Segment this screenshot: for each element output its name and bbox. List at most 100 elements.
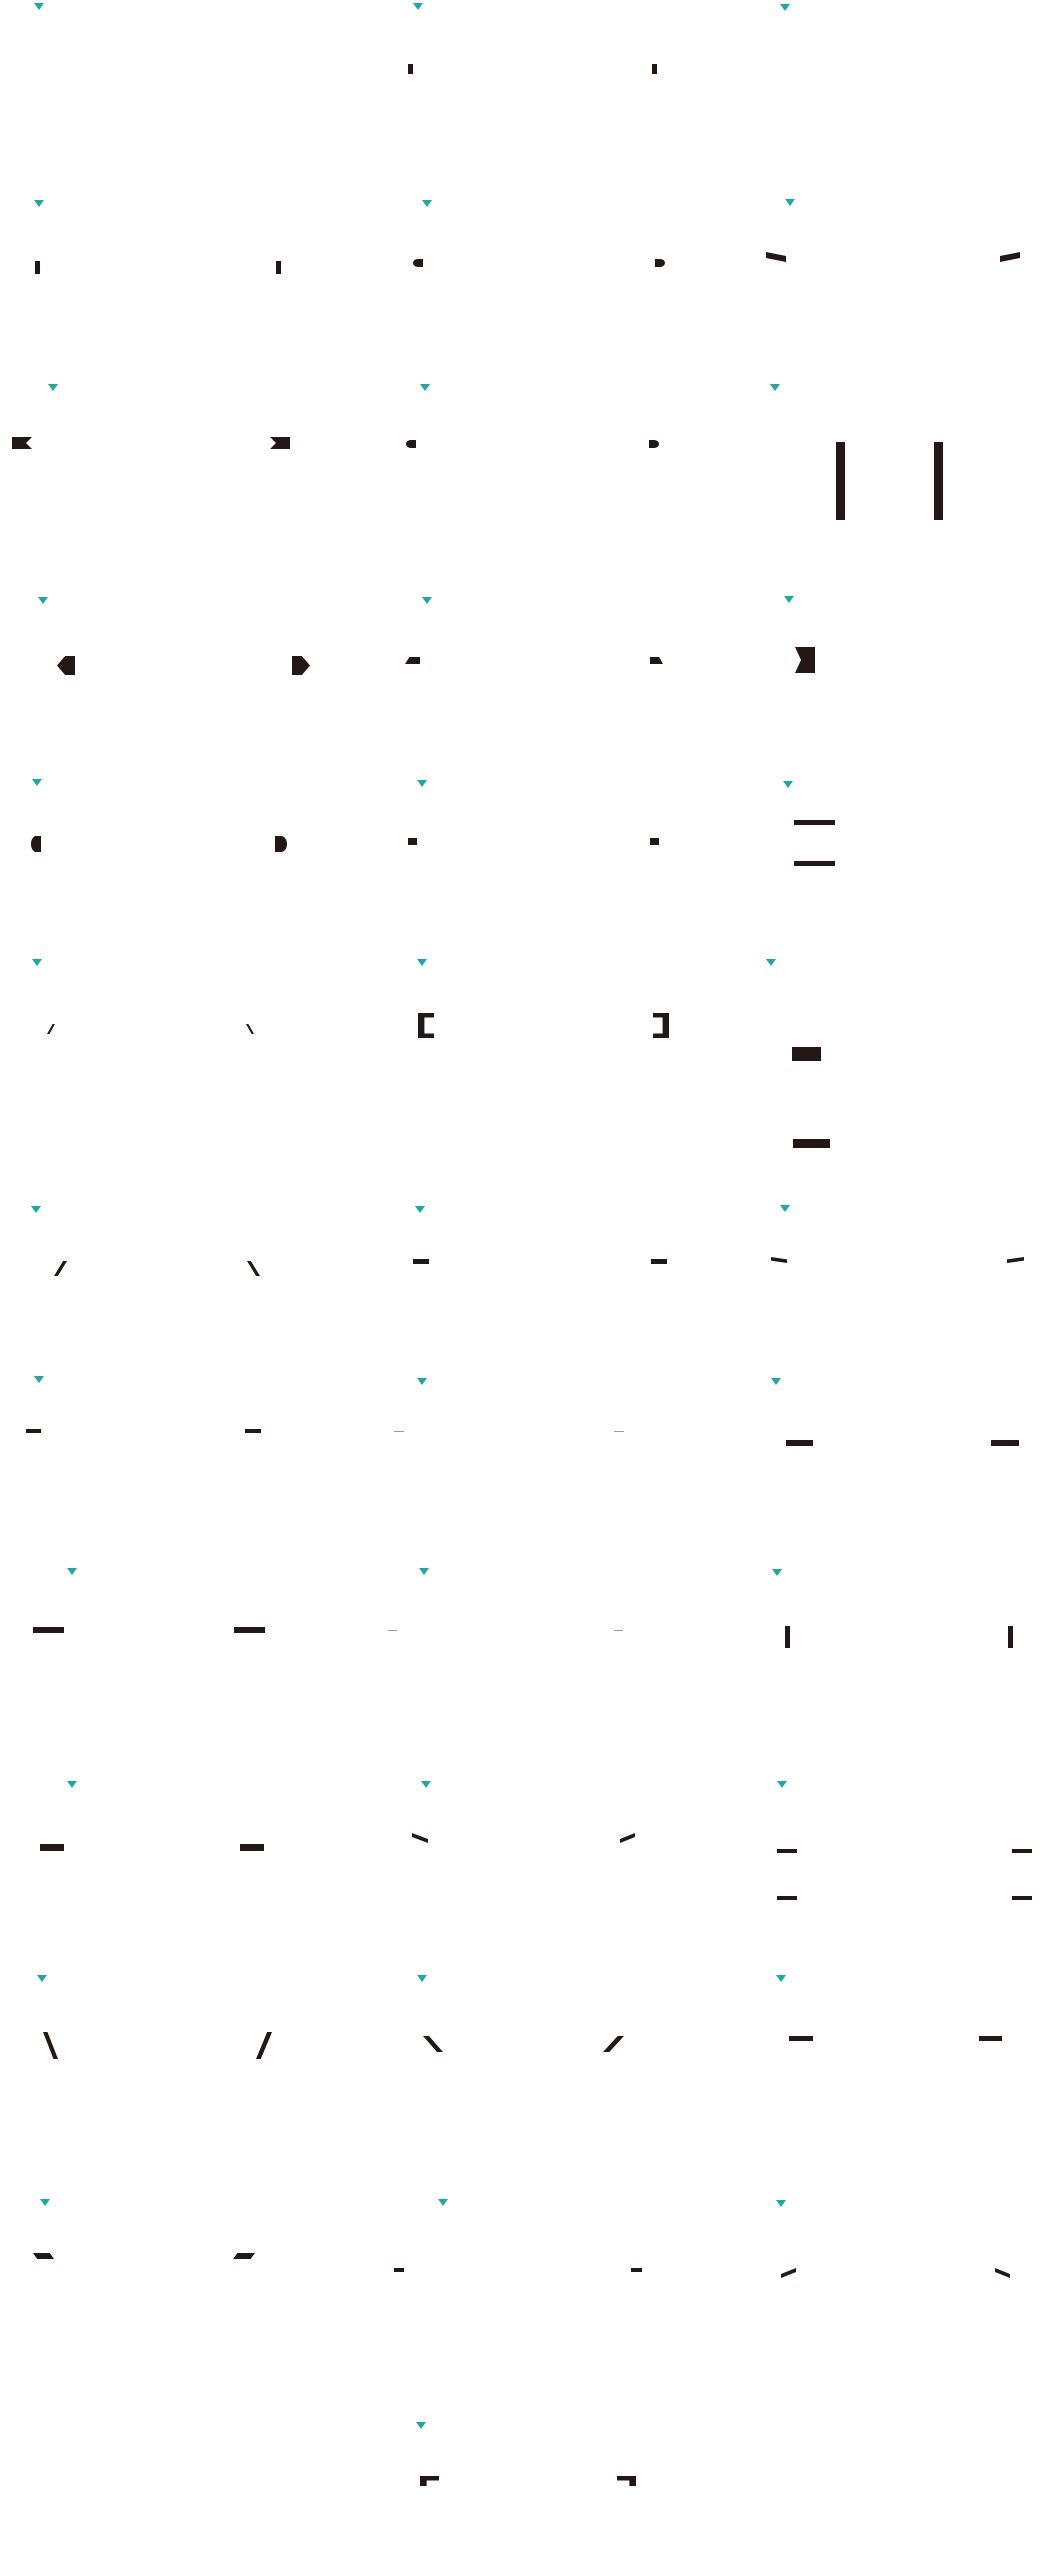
glyph-fragment (650, 838, 659, 845)
glyph-fragment (233, 2253, 255, 2259)
glyph-fragment (650, 657, 663, 664)
marker-triangle-icon (784, 596, 794, 603)
glyph-fragment (795, 647, 815, 673)
glyph-fragment (270, 437, 290, 449)
glyph-fragment (276, 261, 281, 274)
marker-triangle-icon (422, 597, 432, 604)
glyph-fragment (1000, 252, 1020, 262)
marker-triangle-icon (771, 1378, 781, 1385)
glyph-fragment (789, 2036, 813, 2041)
glyph-fragment (792, 1047, 821, 1061)
glyph-fragment (31, 836, 41, 852)
marker-triangle-icon (780, 1205, 790, 1212)
marker-triangle-icon (32, 959, 42, 966)
marker-triangle-icon (420, 384, 430, 391)
glyph-fragment (12, 437, 32, 449)
glyph-fragment (256, 2032, 272, 2059)
glyph-fragment (655, 259, 665, 267)
glyph-fragment (394, 2268, 404, 2272)
marker-triangle-icon (31, 1206, 41, 1213)
glyph-fragment (653, 1013, 669, 1038)
glyph-fragment (234, 1627, 265, 1633)
glyph-fragment (33, 2253, 54, 2259)
marker-triangle-icon (422, 200, 432, 207)
glyph-fragment (995, 2268, 1010, 2278)
marker-triangle-icon (783, 781, 793, 788)
marker-triangle-icon (37, 1975, 47, 1982)
marker-triangle-icon (766, 959, 776, 966)
marker-triangle-icon (421, 1781, 431, 1788)
glyph-fragment (412, 1833, 428, 1843)
glyph-fragment (413, 259, 423, 267)
marker-triangle-icon (38, 597, 48, 604)
marker-triangle-icon (34, 1376, 44, 1383)
glyph-fragment (54, 1261, 67, 1276)
marker-triangle-icon (67, 1781, 77, 1788)
glyph-fragment (47, 1024, 55, 1034)
marker-triangle-icon (416, 2422, 426, 2429)
glyph-fragment (43, 2032, 58, 2059)
glyph-fragment (934, 442, 943, 520)
glyph-fragment (836, 442, 845, 520)
glyph-fragment (405, 657, 420, 664)
glyph-fragment (40, 1844, 64, 1851)
marker-triangle-icon (34, 200, 44, 207)
glyph-fragment (785, 1626, 790, 1648)
glyph-fragment (57, 656, 75, 675)
glyph-fragment (793, 1139, 830, 1148)
glyph-fragment (246, 1024, 254, 1034)
glyph-fragment (1008, 1626, 1013, 1648)
glyph-fragment (781, 2268, 796, 2278)
glyph-fragment (406, 440, 416, 448)
glyph-fragment (614, 1431, 624, 1432)
glyph-fragment (771, 1257, 787, 1263)
glyph-fragment (394, 1431, 404, 1432)
marker-triangle-icon (417, 1378, 427, 1385)
marker-triangle-icon (438, 2199, 448, 2206)
glyph-fragment (33, 1627, 64, 1633)
glyph-fragment (991, 1440, 1019, 1446)
glyph-fragment (777, 1849, 797, 1853)
marker-triangle-icon (48, 384, 58, 391)
glyph-fragment (614, 1630, 623, 1631)
glyph-fragment (651, 1259, 667, 1264)
marker-triangle-icon (67, 1568, 77, 1575)
glyph-fragment (786, 1440, 813, 1446)
marker-triangle-icon (40, 2199, 50, 2206)
marker-triangle-icon (780, 4, 790, 11)
glyph-fragment (652, 64, 657, 74)
glyph-fragment (979, 2036, 1002, 2041)
marker-triangle-icon (32, 779, 42, 786)
marker-triangle-icon (776, 1975, 786, 1982)
glyph-fragment (620, 1833, 635, 1843)
marker-triangle-icon (417, 1975, 427, 1982)
glyph-fragment (26, 1429, 41, 1433)
glyph-fragment (275, 836, 287, 852)
glyph-fragment (1012, 1896, 1032, 1900)
glyph-fragment (247, 1261, 260, 1276)
marker-triangle-icon (34, 3, 44, 10)
marker-triangle-icon (770, 384, 780, 391)
glyph-fragment (418, 1013, 434, 1038)
glyph-fragment (603, 2036, 624, 2052)
marker-triangle-icon (413, 3, 423, 10)
glyph-fragment (1007, 1257, 1024, 1263)
marker-triangle-icon (417, 959, 427, 966)
glyph-fragment (1012, 1849, 1032, 1853)
glyph-fragment (420, 2476, 439, 2486)
glyph-fragment (423, 2036, 443, 2052)
glyph-fragment (245, 1429, 261, 1433)
marker-triangle-icon (419, 1568, 429, 1575)
glyph-fragment (794, 861, 835, 866)
marker-triangle-icon (777, 1781, 787, 1788)
glyph-fragment (617, 2476, 636, 2486)
glyph-fragment (408, 64, 413, 74)
glyph-fragment (794, 820, 835, 825)
marker-triangle-icon (417, 780, 427, 787)
glyph-fragment (408, 838, 417, 845)
glyph-fragment (766, 252, 786, 262)
glyph-fragment (240, 1844, 264, 1851)
marker-triangle-icon (776, 2200, 786, 2207)
glyph-fragment (777, 1896, 797, 1900)
